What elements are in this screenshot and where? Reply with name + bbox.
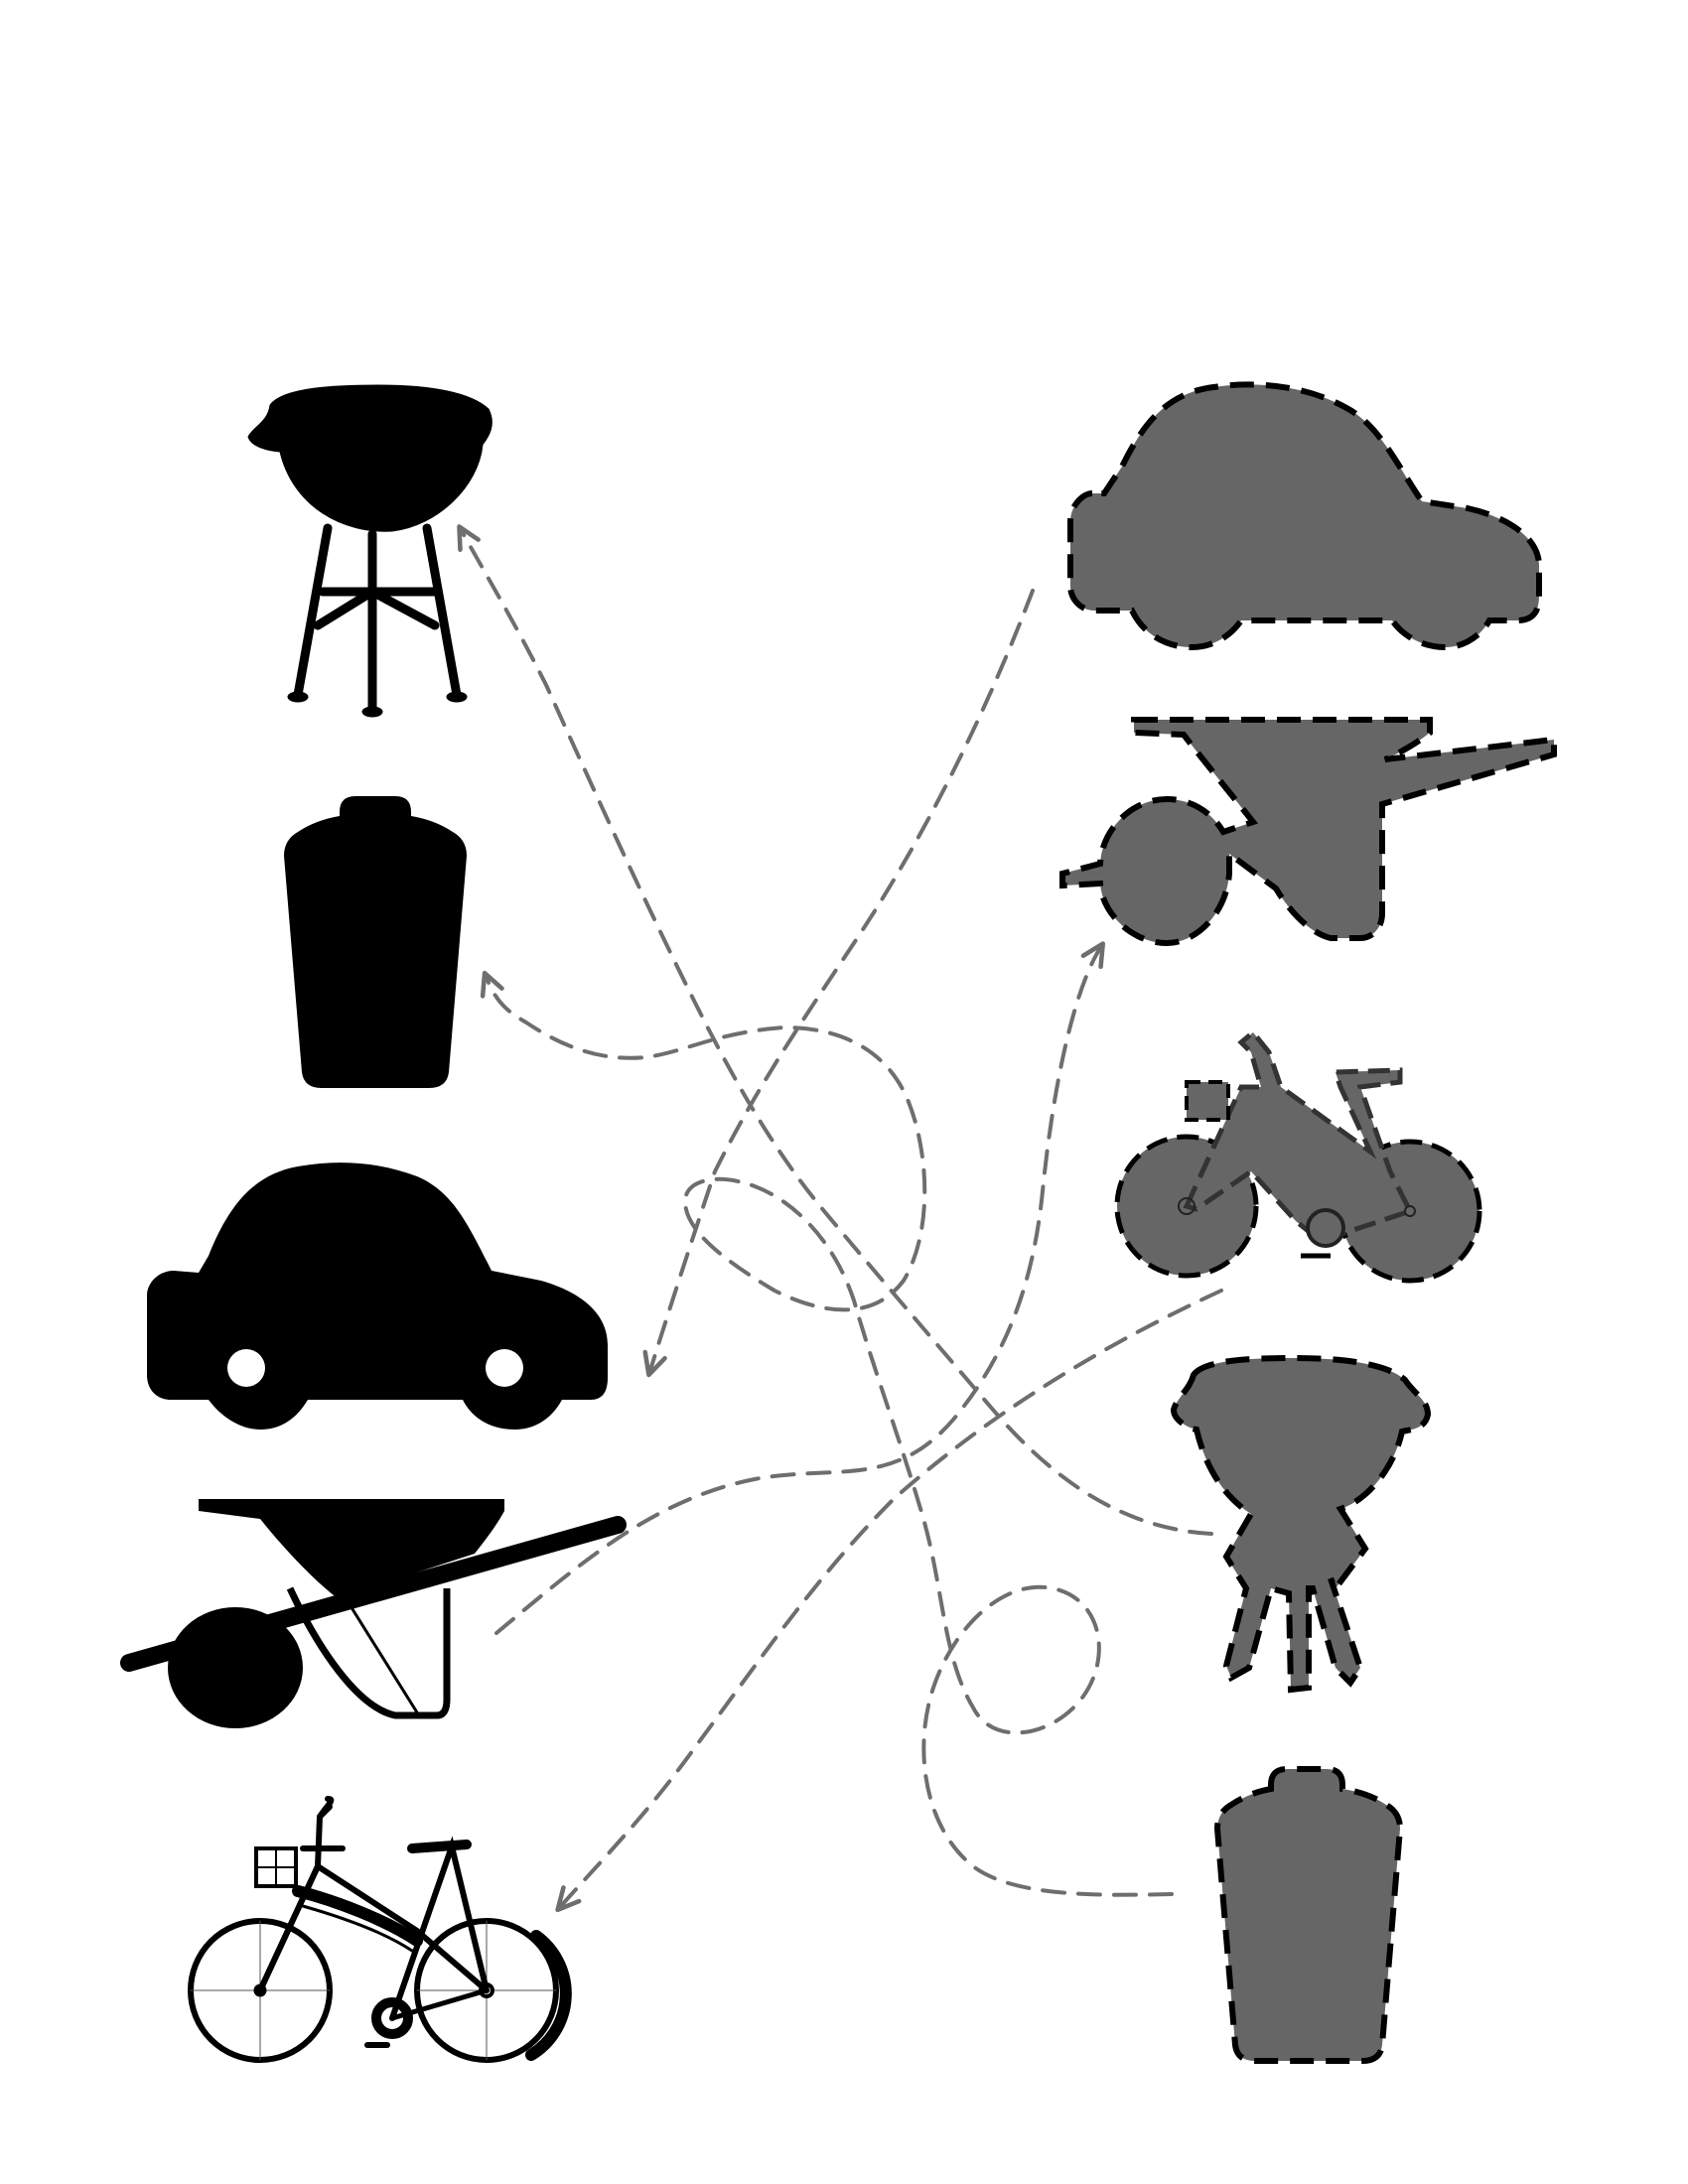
bicycle-shadow-icon	[1114, 1028, 1482, 1284]
wheelbarrow-icon	[120, 1499, 627, 1728]
wheelbarrow-shadow-icon	[1059, 717, 1557, 947]
trash-can-icon	[284, 796, 467, 1088]
bicycle-icon	[188, 1796, 572, 2063]
path-grill-to-grill	[457, 524, 1213, 1536]
trash-can-shadow-icon	[1213, 1766, 1404, 2064]
path-trash-to-trash	[480, 970, 1174, 1897]
path-wheelbarrow-to-wheelbarrow	[494, 941, 1106, 1635]
grill-shadow-icon	[1170, 1354, 1432, 1694]
grill-icon	[247, 384, 492, 718]
path-car-to-car	[642, 589, 1035, 1378]
car-icon	[147, 1162, 608, 1430]
car-shadow-icon	[1067, 381, 1542, 651]
path-bicycle-to-bicycle	[555, 1289, 1223, 1913]
